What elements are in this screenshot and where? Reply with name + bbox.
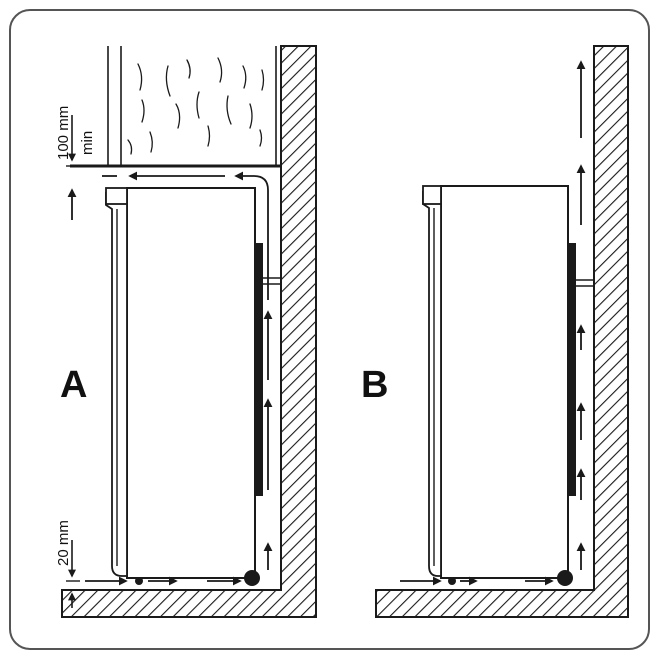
panel-a-appliance <box>105 187 281 586</box>
bottom-gap-value: 20 mm <box>55 520 72 566</box>
panel-a-top-clearance-dimension: 100 mm min <box>55 106 96 167</box>
panel-b-wall <box>375 45 629 618</box>
panel-a-airflow-arrows <box>67 171 273 586</box>
top-clearance-qualifier: min <box>79 131 96 155</box>
panel-a-upper-cabinet <box>70 46 281 168</box>
panel-b: B <box>361 45 629 618</box>
panel-a-wall <box>61 45 317 618</box>
panel-b-appliance <box>422 185 594 586</box>
top-clearance-value: 100 mm <box>55 106 72 160</box>
panel-b-airflow-arrows <box>400 60 586 586</box>
panel-a: 100 mm min 20 mm A <box>55 45 317 618</box>
panel-a-bottom-gap-dimension: 20 mm <box>55 520 80 608</box>
panel-b-label: B <box>361 364 388 406</box>
panel-a-label: A <box>60 364 87 406</box>
